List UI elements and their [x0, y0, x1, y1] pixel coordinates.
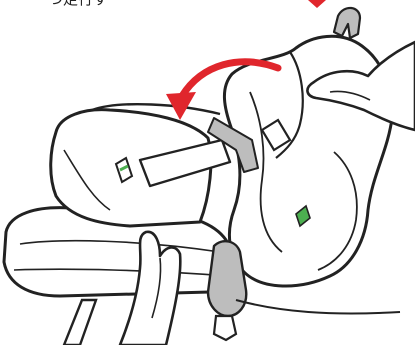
- support-leg: [64, 300, 96, 345]
- caption-fragment: つ走行す: [48, 0, 108, 9]
- top-handle: [334, 8, 360, 38]
- tether-hook: [214, 316, 236, 340]
- top-arrow-tip: [308, 0, 326, 8]
- tether-strap: [208, 241, 246, 316]
- floor-line: [236, 300, 400, 314]
